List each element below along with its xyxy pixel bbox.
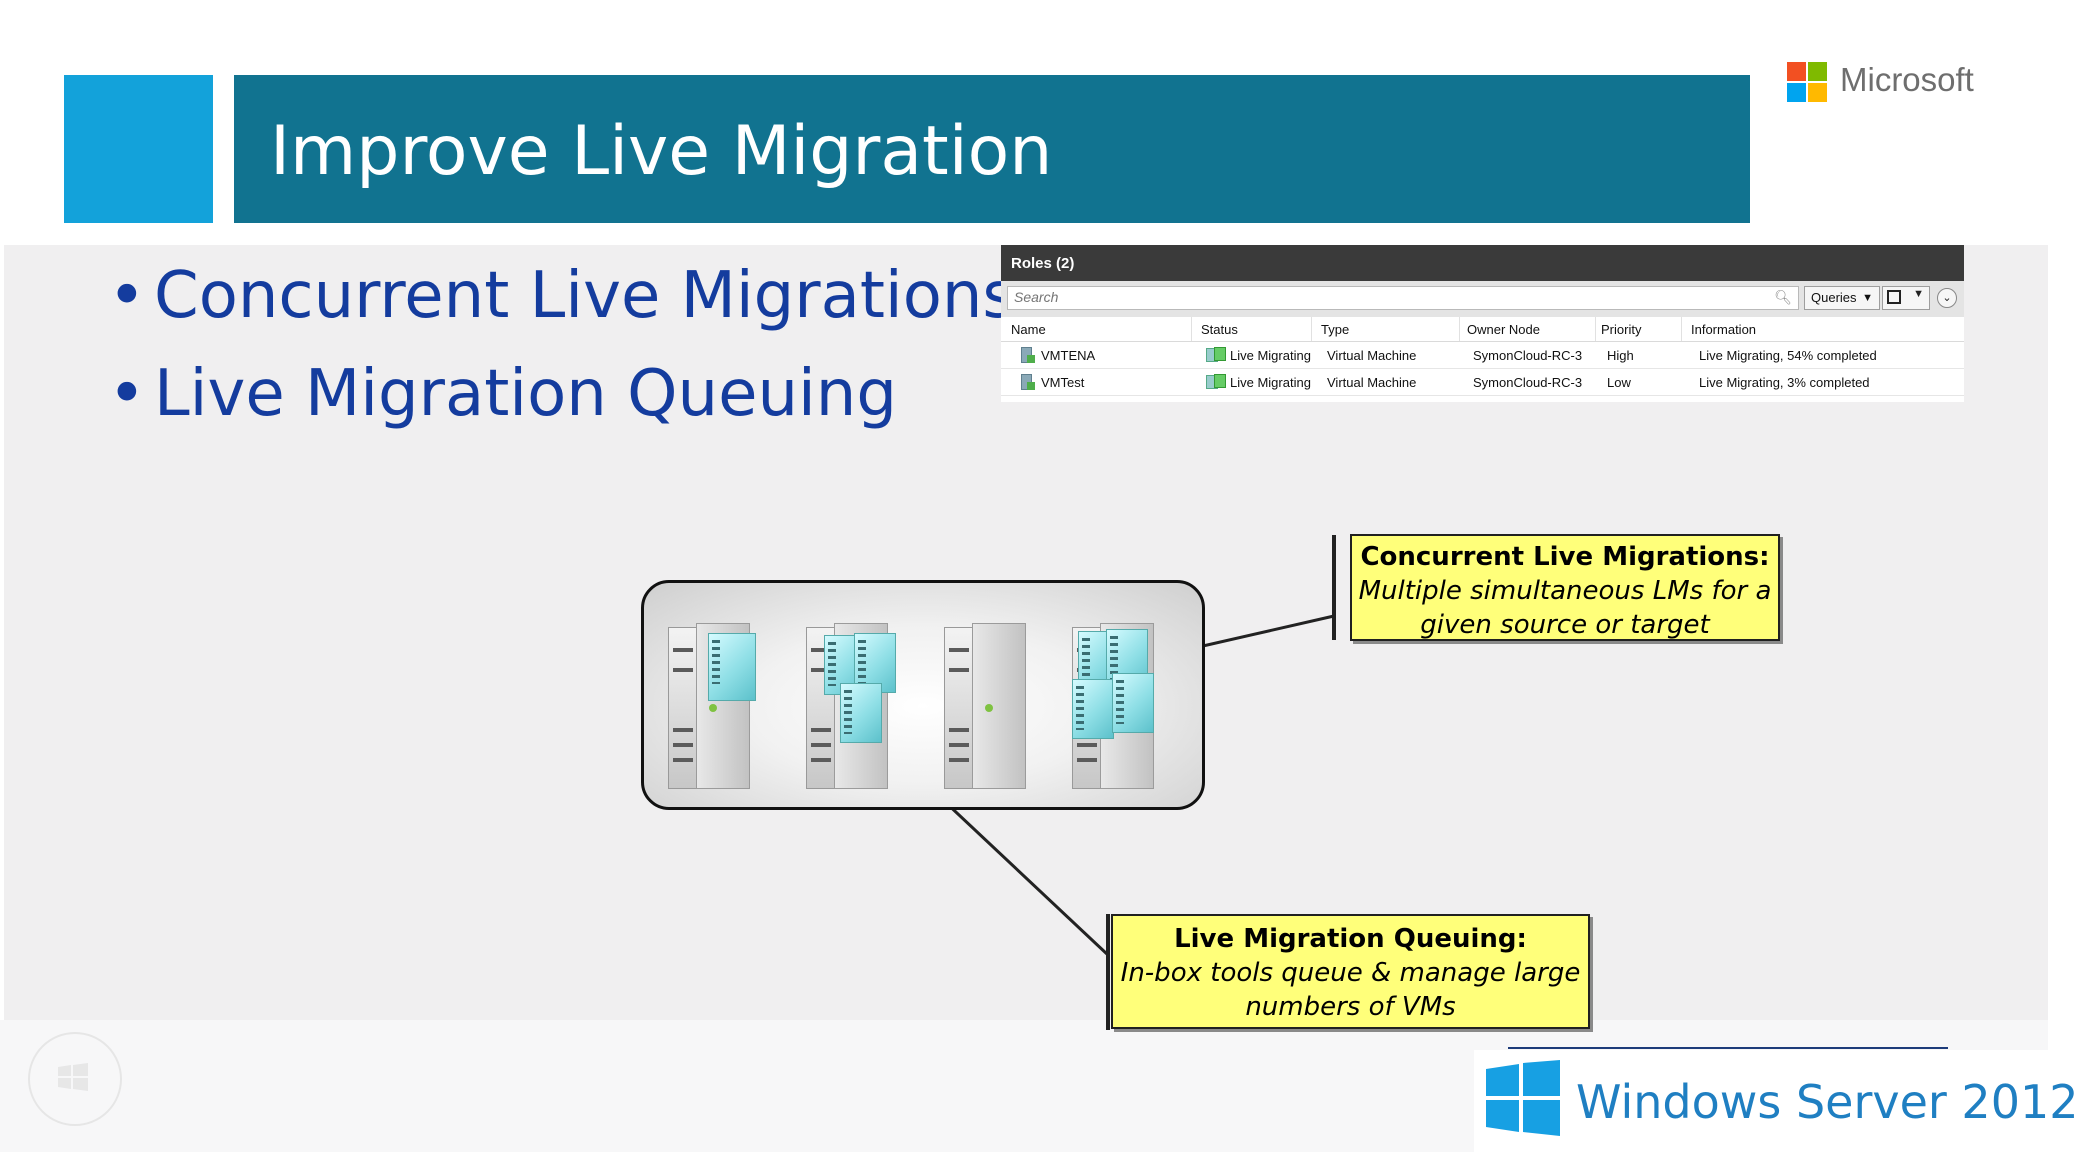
slide-title: Improve Live Migration xyxy=(270,112,1053,191)
cell-name: VMTENA xyxy=(1041,348,1096,363)
roles-title: Roles (2) xyxy=(1011,255,1075,272)
column-header-priority[interactable]: Priority xyxy=(1601,322,1642,337)
virtual-machine-icon xyxy=(1072,679,1114,739)
bullet-text: Live Migration Queuing xyxy=(154,357,897,431)
queries-button[interactable]: Queries ▼ xyxy=(1804,286,1880,310)
callout-body-line: given source or target xyxy=(1420,610,1710,640)
roles-toolbar: 🔍︎ Queries ▼ ▼ ⌄ xyxy=(1001,281,1964,317)
windows-server-2012-text: Windows Server 2012 xyxy=(1576,1075,2079,1129)
bullet-dot-icon: • xyxy=(108,357,146,431)
title-accent-square xyxy=(64,75,213,223)
bullet-item: •Live Migration Queuing xyxy=(108,352,897,436)
column-header-type[interactable]: Type xyxy=(1321,322,1350,337)
save-query-button[interactable]: ▼ xyxy=(1882,286,1930,310)
column-divider xyxy=(1311,317,1312,341)
server-icon xyxy=(944,623,1026,789)
search-input[interactable] xyxy=(1014,289,1754,305)
cell-status: Live Migrating xyxy=(1230,375,1311,390)
cell-priority: Low xyxy=(1607,375,1631,390)
table-header: Name Status Type Owner Node Priority Inf… xyxy=(1001,317,1964,342)
windows-server-logo xyxy=(1474,1050,2048,1152)
chevron-down-icon: ▼ xyxy=(1862,292,1873,304)
virtual-machine-icon xyxy=(1106,629,1148,689)
virtual-machine-icon xyxy=(840,683,882,743)
server-icon xyxy=(1072,623,1154,789)
search-box[interactable]: 🔍︎ xyxy=(1007,286,1799,310)
chevron-down-icon: ⌄ xyxy=(1942,292,1952,304)
roles-header: Roles (2) xyxy=(1001,245,1964,281)
save-icon xyxy=(1887,290,1901,304)
windows-logo-icon xyxy=(1486,1060,1560,1136)
callout-heading: Live Migration Queuing: xyxy=(1174,924,1527,954)
column-divider xyxy=(1681,317,1682,341)
queries-label: Queries xyxy=(1811,290,1857,305)
search-icon[interactable]: 🔍︎ xyxy=(1774,289,1792,305)
column-header-status[interactable]: Status xyxy=(1201,322,1238,337)
cell-information: Live Migrating, 3% completed xyxy=(1699,375,1870,390)
cell-name: VMTest xyxy=(1041,375,1085,390)
column-divider xyxy=(1191,317,1192,341)
virtual-machine-icon xyxy=(1021,347,1035,363)
callout-body-line: numbers of VMs xyxy=(1245,992,1456,1022)
roles-panel: Roles (2) 🔍︎ Queries ▼ ▼ ⌄ Name Status T… xyxy=(1001,245,1964,402)
callout-live-migration-queuing: Live Migration Queuing: In-box tools que… xyxy=(1111,914,1590,1029)
windows-watermark-icon xyxy=(58,1063,88,1091)
bullet-item: •Concurrent Live Migrations xyxy=(108,254,1016,338)
cell-information: Live Migrating, 54% completed xyxy=(1699,348,1877,363)
microsoft-logo-icon xyxy=(1787,62,1827,102)
table-row[interactable]: VMTENA Live Migrating Virtual Machine Sy… xyxy=(1001,342,1964,369)
live-migrating-icon xyxy=(1206,347,1226,362)
servers-diagram xyxy=(641,580,1205,810)
watermark-circle xyxy=(28,1032,122,1126)
cell-priority: High xyxy=(1607,348,1634,363)
callout-concurrent-live-migrations: Concurrent Live Migrations: Multiple sim… xyxy=(1350,534,1780,641)
server-icon xyxy=(668,623,756,789)
callout-body-line: Multiple simultaneous LMs for a xyxy=(1358,576,1772,606)
callout-heading: Concurrent Live Migrations: xyxy=(1360,542,1770,572)
table-row[interactable]: VMTest Live Migrating Virtual Machine Sy… xyxy=(1001,369,1964,396)
column-header-information[interactable]: Information xyxy=(1691,322,1757,337)
live-migrating-icon xyxy=(1206,374,1226,389)
cell-type: Virtual Machine xyxy=(1327,348,1417,363)
expand-button[interactable]: ⌄ xyxy=(1937,288,1957,308)
virtual-machine-icon xyxy=(1112,673,1154,733)
bullet-text: Concurrent Live Migrations xyxy=(154,259,1016,333)
column-header-name[interactable]: Name xyxy=(1011,322,1046,337)
footer-rule xyxy=(1508,1047,1948,1049)
bullet-dot-icon: • xyxy=(108,259,146,333)
connector-line-concurrent xyxy=(1180,614,1335,653)
server-icon xyxy=(806,623,896,789)
cell-status: Live Migrating xyxy=(1230,348,1311,363)
cell-owner-node: SymonCloud-RC-3 xyxy=(1473,375,1583,390)
column-divider xyxy=(1459,317,1460,341)
cell-type: Virtual Machine xyxy=(1327,375,1417,390)
callout-body-line: In-box tools queue & manage large xyxy=(1120,958,1581,988)
chevron-down-icon: ▼ xyxy=(1913,288,1924,300)
virtual-machine-icon xyxy=(1021,374,1035,390)
cell-owner-node: SymonCloud-RC-3 xyxy=(1473,348,1583,363)
virtual-machine-icon xyxy=(708,633,756,701)
column-divider xyxy=(1595,317,1596,341)
title-bar xyxy=(234,75,1750,223)
microsoft-brand-text: Microsoft xyxy=(1840,61,1974,98)
column-header-owner-node[interactable]: Owner Node xyxy=(1467,322,1540,337)
